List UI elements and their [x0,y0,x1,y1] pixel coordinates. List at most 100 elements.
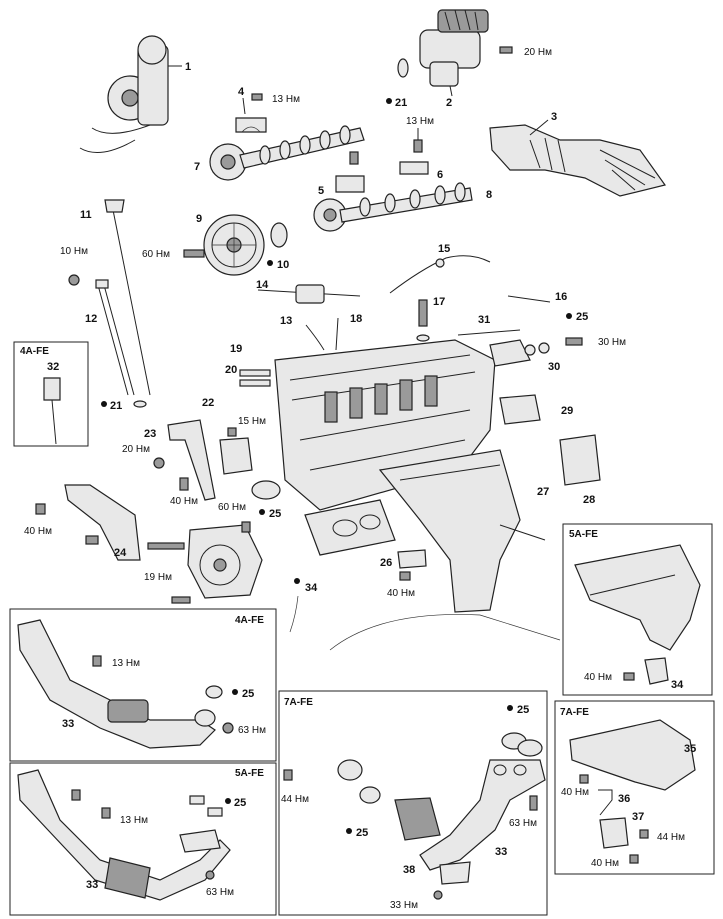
non-reusable-dot [386,98,392,104]
gasket-19 [239,369,271,377]
variant-label-7a-fe-heat-shield: 7A-FE [560,707,589,718]
inset-4a-fe-dipstick [13,341,89,447]
torque-40nm-26: 40 Нм [387,588,415,599]
callout-34-5a: 34 [671,679,684,691]
callout-2: 2 [446,97,452,109]
torque-40nm-7a-heat-shield-2: 40 Нм [591,858,619,869]
bolt-icon [629,854,639,864]
callout-12: 12 [85,313,97,325]
callout-18: 18 [350,313,362,325]
torque-20nm-bracket: 20 Нм [122,444,150,455]
bracket-34-5a [644,657,669,685]
non-reusable-dot [346,828,352,834]
callout-38: 38 [403,864,415,876]
callout-31: 31 [478,314,490,326]
inset-5a-fe-exhaust [9,762,277,916]
torque-19nm: 19 Нм [144,572,172,583]
bracket-38 [439,861,471,885]
inset-4a-fe-exhaust [9,608,277,762]
callout-3: 3 [551,111,557,123]
non-reusable-dot [294,578,300,584]
torque-13nm-cap: 13 Нм [406,116,434,127]
callout-30: 30 [548,361,560,373]
callout-14: 14 [256,279,269,291]
bolt-icon [68,274,80,286]
cylinder-head-assembly [274,339,546,613]
oil-dipstick [104,199,151,396]
variant-label-4a-fe-exhaust: 4A-FE [235,615,264,626]
torque-44nm-7a-heat-shield: 44 Нм [657,832,685,843]
non-reusable-dot [259,509,265,515]
heat-shield-7a [569,719,696,791]
exhaust-manifold-28 [559,434,601,486]
power-steering-pump [79,35,182,153]
bracket-22 [219,437,253,475]
callout-27: 27 [537,486,549,498]
torque-63nm-4a: 63 Нм [238,725,266,736]
bolt-icon [222,722,234,734]
water-inlet-29 [499,394,541,425]
variant-label-4a-fe: 4A-FE [20,346,49,357]
dipstick-guide-4a [43,377,61,401]
callout-22: 22 [202,397,214,409]
camshaft-bearing-cap-5 [335,175,365,193]
bolt-icon [179,477,189,491]
inset-5a-fe-heat-shield [562,523,713,696]
callout-23: 23 [144,428,156,440]
callout-9: 9 [196,213,202,225]
callout-17: 17 [433,296,445,308]
callout-10: 10 [277,259,289,271]
heat-insulator-31 [457,329,521,336]
gasket-ring [517,739,543,757]
bolt-icon [251,93,263,101]
non-reusable-dot [267,260,273,266]
gasket-20 [239,379,271,387]
variant-label-5a-fe-heat-shield: 5A-FE [569,529,598,540]
callout-37: 37 [632,811,644,823]
callout-34-center: 34 [305,582,318,594]
torque-44nm-7a: 44 Нм [281,794,309,805]
bolt-icon [413,139,423,153]
air-intake-hose [489,124,667,197]
torque-40nm-side: 40 Нм [24,526,52,537]
callout-35: 35 [684,743,696,755]
callout-15: 15 [438,243,450,255]
distributor [419,9,489,97]
torque-15nm: 15 Нм [238,416,266,427]
exhaust-pipe-7a [337,759,546,871]
exhaust-camshaft [313,182,473,232]
alternator [147,524,263,599]
hose-18 [335,317,339,351]
callout-11: 11 [80,209,92,221]
torque-40nm-7a-heat-shield-1: 40 Нм [561,787,589,798]
non-reusable-dot [101,401,107,407]
callout-25-top: 25 [576,311,588,323]
callout-16: 16 [555,291,567,303]
bolt-icon [205,870,215,880]
non-reusable-dot [507,705,513,711]
bolt-icon [85,535,99,545]
bolt-icon [241,521,251,533]
bolt-icon [183,249,205,258]
callout-6: 6 [437,169,443,181]
callout-28: 28 [583,494,595,506]
torque-60nm-pulley: 60 Нм [142,249,170,260]
o-ring [133,400,147,408]
callout-25-4a: 25 [242,688,254,700]
callout-25-mid: 25 [269,508,281,520]
bracket-23 [167,419,216,501]
bolt-icon [499,46,513,54]
callout-33-7a: 33 [495,846,507,858]
bolt-icon [92,655,102,667]
variant-label-7a-fe-exhaust: 7A-FE [284,697,313,708]
torque-40nm-bracket: 40 Нм [170,496,198,507]
exhaust-pipe-5a [17,769,231,901]
non-reusable-dot [566,313,572,319]
bolt-icon [153,457,165,469]
callout-21-lower: 21 [110,400,122,412]
bolt-icon [399,571,411,581]
callout-7: 7 [194,161,200,173]
bolt-icon [639,829,649,839]
bracket-37 [599,817,629,849]
callout-26: 26 [380,557,392,569]
